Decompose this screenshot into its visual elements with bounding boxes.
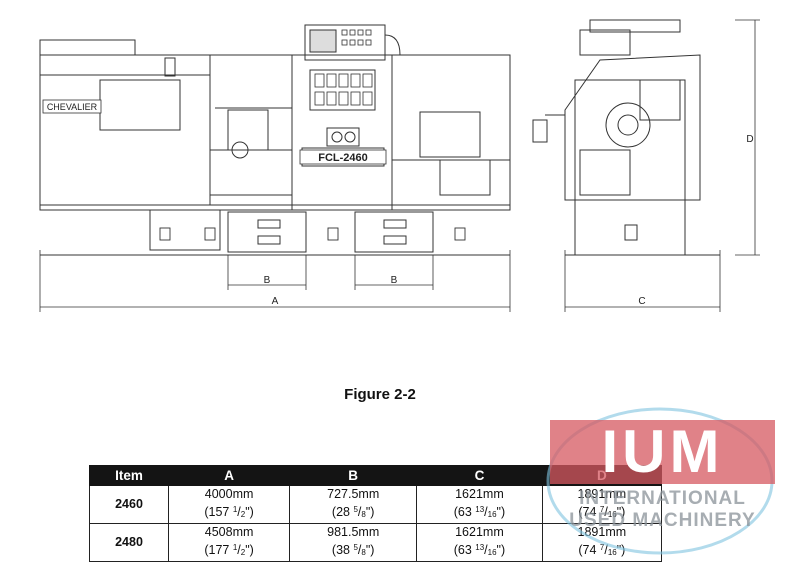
header-item: Item xyxy=(89,465,169,486)
machine-label: FCL-2460 xyxy=(318,152,368,164)
dim-label-c: C xyxy=(638,296,645,307)
cell-a: 4000mm(157 1/2") xyxy=(167,485,291,524)
dim-label-b2: B xyxy=(391,275,398,286)
side-view xyxy=(532,19,760,312)
watermark-line1: INTERNATIONAL xyxy=(579,488,746,509)
figure-caption: Figure 2-2 xyxy=(344,386,416,403)
front-view xyxy=(39,24,511,312)
watermark-logo: IUM xyxy=(550,420,775,484)
header-b: B xyxy=(289,465,418,486)
cell-b: 981.5mm(38 5/8") xyxy=(289,523,418,562)
dim-label-b1: B xyxy=(264,275,271,286)
header-a: A xyxy=(167,465,291,486)
cell-a: 4508mm(177 1/2") xyxy=(167,523,291,562)
watermark-line2: USED MACHINERY xyxy=(569,510,756,531)
cell-b: 727.5mm(28 5/8") xyxy=(289,485,418,524)
row-item: 2480 xyxy=(89,523,169,562)
cell-c: 1621mm(63 13/16") xyxy=(416,485,543,524)
machine-drawing: CHEVALIER FCL-2460 B B A C D xyxy=(39,19,760,312)
dim-label-d: D xyxy=(746,134,753,145)
cell-c: 1621mm(63 13/16") xyxy=(416,523,543,562)
dim-label-a: A xyxy=(272,296,279,307)
brand-plate: CHEVALIER xyxy=(47,102,98,112)
header-c: C xyxy=(416,465,543,486)
row-item: 2460 xyxy=(89,485,169,524)
